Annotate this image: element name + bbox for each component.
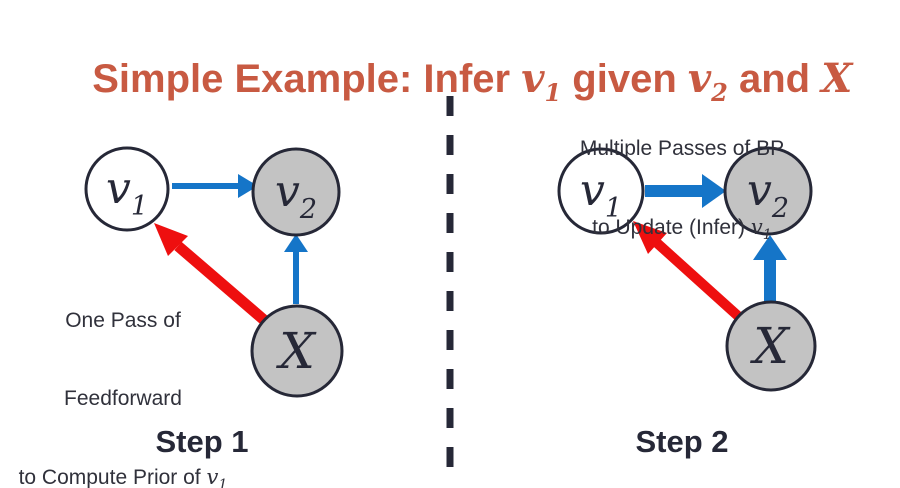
step1-caption-line3: to Compute Prior of v1 <box>18 465 228 488</box>
step2-node-x <box>725 300 817 392</box>
title-math-v1: v1 <box>521 55 562 107</box>
step1-node-v2-label: v2 <box>275 166 317 225</box>
step1-arrow-x-to-v2 <box>284 234 308 304</box>
step1-node-v1 <box>84 146 170 232</box>
step1-node-v1-label: v1 <box>106 163 148 222</box>
title-text-2: given <box>561 57 688 101</box>
title-text-3: and <box>727 57 822 101</box>
step2-node-v2 <box>723 146 813 236</box>
step2-arrow-x-to-v1-bp <box>633 221 742 320</box>
step2-caption-line1: Multiple Passes of BP <box>579 137 785 160</box>
title-text-1: Simple Example: Infer <box>92 57 522 101</box>
step1-arrow-x-to-v1-feedforward <box>154 223 268 325</box>
step1-caption-line1: One Pass of <box>65 309 181 332</box>
slide-title: Simple Example: Infer v1 given v2 and X <box>0 10 900 152</box>
step2-node-v1-label: v1 <box>580 165 622 224</box>
step2-node-v1 <box>557 147 645 235</box>
step1-arrow-v1-to-v2 <box>172 174 258 198</box>
step2-arrow-x-to-v2 <box>753 235 787 303</box>
step1-node-x <box>250 304 344 398</box>
step2-caption: Multiple Passes of BP to Update (Infer) … <box>532 84 832 300</box>
step1-label: Step 1 <box>155 424 249 459</box>
title-math-v2: v2 <box>687 55 728 107</box>
step1-node-v2 <box>251 147 341 237</box>
step1-caption: One Pass of Feedforward to Compute Prior… <box>0 256 246 488</box>
step2-panel: v1 v2 X <box>557 146 817 392</box>
step2-caption-line2: to Update (Infer) v1 <box>592 215 772 244</box>
step2-node-x-label: X <box>749 317 791 375</box>
step2-arrow-v1-to-v2 <box>645 174 726 208</box>
step2-node-v2-label: v2 <box>747 165 789 224</box>
title-math-x: X <box>821 55 853 102</box>
step1-caption-line2: Feedforward <box>64 387 182 410</box>
step1-node-x-label: X <box>275 322 317 380</box>
step1-panel: v1 v2 X <box>84 146 344 398</box>
step2-label: Step 2 <box>635 424 729 459</box>
